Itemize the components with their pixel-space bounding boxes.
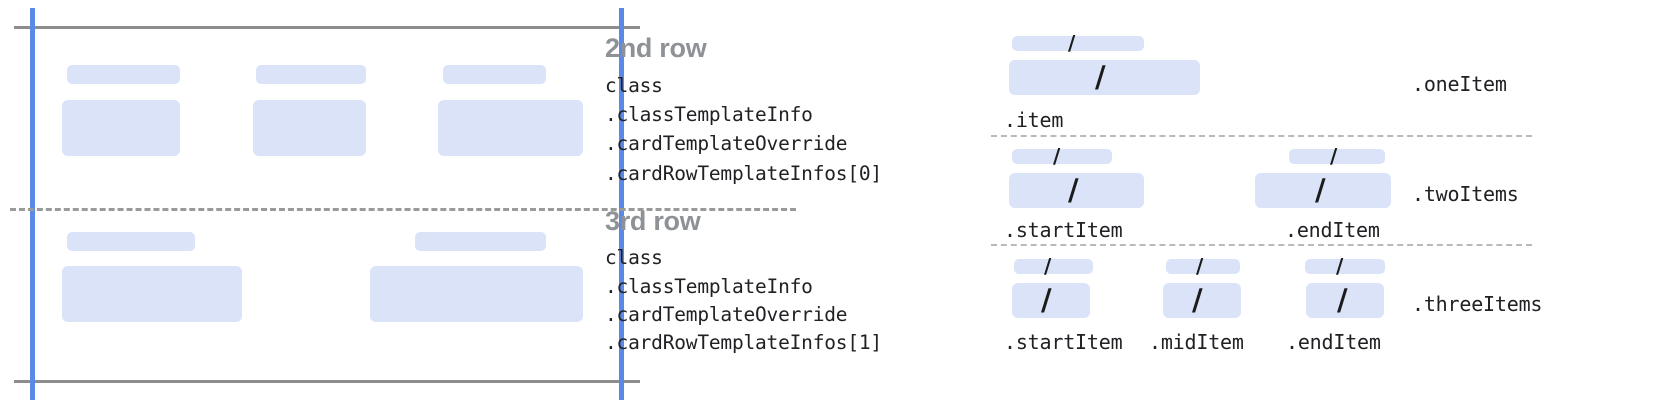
- group1-item1-title-placeholder: [1012, 36, 1144, 51]
- annotation-1-title: 3rd row: [605, 206, 701, 236]
- row2-cell1-title-placeholder: [67, 65, 180, 84]
- group3-item2-title-placeholder: [1166, 259, 1240, 274]
- row2-cell3-title-placeholder: [443, 65, 546, 84]
- annotation-1-line-3: .cardRowTemplateInfos[1]: [605, 331, 882, 354]
- annotation-0-line-2: .cardTemplateOverride: [605, 132, 848, 155]
- group2-item1-body-placeholder: [1009, 173, 1144, 208]
- group2-item2-label: .endItem: [1285, 218, 1380, 242]
- group1-item1-body-placeholder: [1009, 60, 1200, 95]
- group3-layout-label: .threeItems: [1412, 292, 1543, 316]
- row3-cell2-body-placeholder: [370, 266, 583, 322]
- annotation-0-line-0: class: [605, 74, 663, 97]
- group2-item2-body-placeholder: [1255, 173, 1391, 208]
- group3-item1-title-slash: /: [1044, 254, 1052, 278]
- annotation-0-title: 2nd row: [605, 33, 707, 63]
- group3-item1-body-placeholder: [1012, 283, 1090, 318]
- group3-item1-label: .startItem: [1004, 330, 1123, 354]
- annotation-0-line-1: .classTemplateInfo: [605, 103, 813, 126]
- card-right-edge-line: [619, 8, 624, 400]
- group3-item3-body-slash: /: [1337, 283, 1348, 317]
- group3-item2-label: .midItem: [1149, 330, 1244, 354]
- group3-item2-title-slash: /: [1196, 254, 1204, 278]
- group-divider-2: [991, 244, 1532, 246]
- group2-item2-body-slash: /: [1315, 173, 1326, 207]
- row3-cell1-title-placeholder: [67, 232, 195, 251]
- row2-cell2-title-placeholder: [256, 65, 366, 84]
- row2-cell2-body-placeholder: [253, 100, 366, 156]
- group3-item2-body-placeholder: [1163, 283, 1241, 318]
- annotation-1-line-0: class: [605, 246, 663, 269]
- group2-item1-label: .startItem: [1004, 218, 1123, 242]
- group-divider-1: [991, 135, 1532, 137]
- annotation-0-line-3: .cardRowTemplateInfos[0]: [605, 162, 882, 185]
- card-left-edge-line: [30, 8, 35, 400]
- group3-item3-label: .endItem: [1286, 330, 1381, 354]
- group3-item3-title-placeholder: [1305, 259, 1385, 274]
- group1-item1-label: .item: [1004, 108, 1064, 132]
- group3-item1-title-placeholder: [1014, 259, 1093, 274]
- group3-item3-title-slash: /: [1336, 254, 1344, 278]
- group1-layout-label: .oneItem: [1412, 72, 1507, 96]
- group2-item2-title-slash: /: [1330, 144, 1338, 168]
- group3-item2-body-slash: /: [1192, 283, 1203, 317]
- group2-item1-title-placeholder: [1012, 149, 1112, 164]
- annotation-1-line-1: .classTemplateInfo: [605, 275, 813, 298]
- group3-item3-body-placeholder: [1306, 283, 1384, 318]
- group2-item1-body-slash: /: [1068, 173, 1079, 207]
- annotation-1-line-2: .cardTemplateOverride: [605, 303, 848, 326]
- row2-cell1-body-placeholder: [62, 100, 180, 156]
- group3-item1-body-slash: /: [1041, 283, 1052, 317]
- row3-cell2-title-placeholder: [415, 232, 546, 251]
- group2-layout-label: .twoItems: [1412, 182, 1519, 206]
- group1-item1-body-slash: /: [1095, 60, 1106, 94]
- row-divider-line: [10, 208, 796, 211]
- card-bottom-boundary-line: [14, 380, 640, 383]
- group2-item1-title-slash: /: [1053, 144, 1061, 168]
- row2-cell3-body-placeholder: [438, 100, 583, 156]
- group2-item2-title-placeholder: [1289, 149, 1385, 164]
- group1-item1-title-slash: /: [1068, 31, 1076, 55]
- row3-cell1-body-placeholder: [62, 266, 242, 322]
- card-top-boundary-line: [14, 26, 640, 29]
